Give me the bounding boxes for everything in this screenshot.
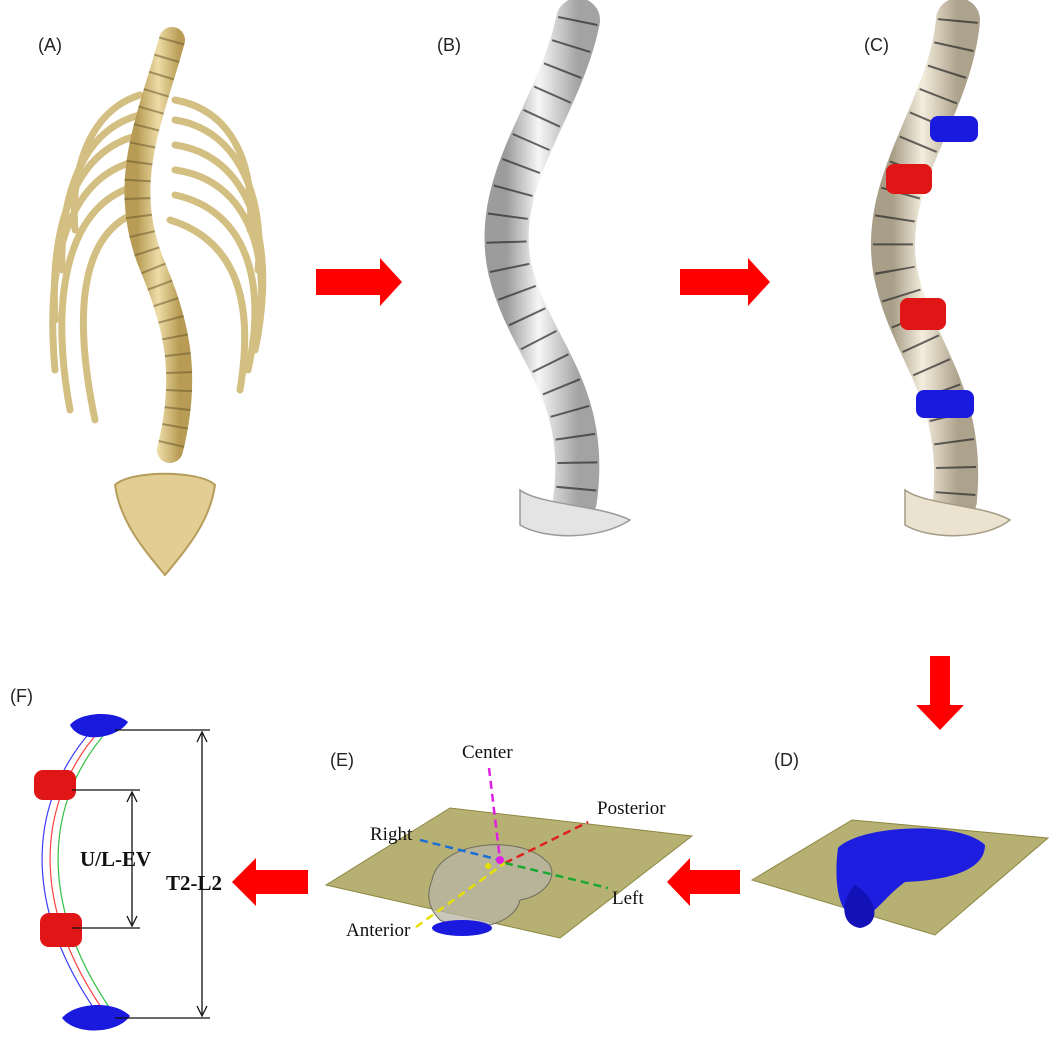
upper-end-vertebra (930, 116, 978, 142)
panel-e: (E) Center Posterior Right Left Anterior (326, 742, 692, 941)
panel-f-label: (F) (10, 686, 33, 706)
panel-c: (C) (864, 20, 1010, 536)
center-label: Center (462, 742, 513, 763)
lower-end-vertebra (916, 390, 974, 418)
panel-b: (B) (437, 20, 630, 536)
lower-apex-vertebra-f (40, 913, 82, 947)
posterior-label: Posterior (597, 798, 666, 819)
panel-c-label: (C) (864, 35, 889, 55)
panel-d: (D) (752, 750, 1048, 935)
arrow-a-to-b (316, 258, 402, 306)
left-label: Left (612, 888, 644, 909)
u-l-ev-label: U/L-EV (80, 847, 151, 871)
panel-e-label: (E) (330, 750, 354, 770)
arrow-c-to-d (916, 656, 964, 730)
panel-b-label: (B) (437, 35, 461, 55)
panel-a: (A) (38, 35, 263, 575)
panel-d-label: (D) (774, 750, 799, 770)
right-label: Right (370, 824, 413, 845)
panel-a-label: (A) (38, 35, 62, 55)
lower-apex-vertebra (900, 298, 946, 330)
t2-l2-label: T2-L2 (166, 871, 222, 895)
upper-end-vertebra-f (70, 714, 128, 737)
sacrum-a (115, 474, 215, 575)
upper-apex-vertebra-f (34, 770, 76, 800)
arrow-d-to-e (667, 858, 740, 906)
panel-f: (F) U/L-EV T2-L2 (10, 686, 222, 1031)
anterior-label: Anterior (346, 920, 411, 941)
arrow-b-to-c (680, 258, 770, 306)
upper-apex-vertebra (886, 164, 932, 194)
arrow-e-to-f (232, 858, 308, 906)
